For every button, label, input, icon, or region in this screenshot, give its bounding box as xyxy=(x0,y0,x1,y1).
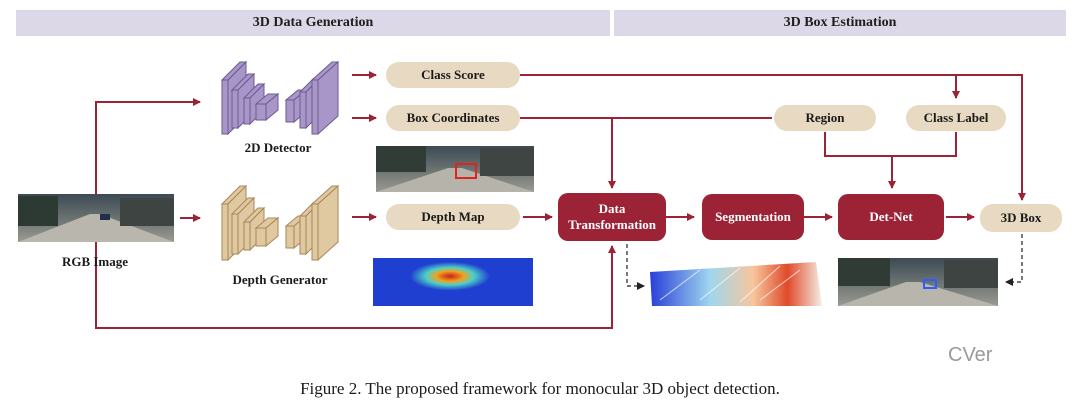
depth-generator-network xyxy=(220,184,340,262)
detection-image-thumbnail xyxy=(376,146,534,192)
depth-map-node: Depth Map xyxy=(386,204,520,230)
box-coordinates-node: Box Coordinates xyxy=(386,105,520,131)
rgb-image-label: RGB Image xyxy=(61,254,129,269)
data-transformation-line2: Transformation xyxy=(568,217,656,232)
depth-generator-label: Depth Generator xyxy=(232,272,328,287)
class-label-node: Class Label xyxy=(906,105,1006,131)
flow-arrows xyxy=(95,71,1026,329)
depth-map-thumbnail xyxy=(373,258,533,306)
2d-detector-label: 2D Detector xyxy=(244,140,312,155)
section-header-3d-box-estimation: 3D Box Estimation xyxy=(614,10,1066,36)
section-header-3d-data-generation: 3D Data Generation xyxy=(16,10,610,36)
output-image-thumbnail xyxy=(838,258,998,306)
dashed-arrows xyxy=(626,234,1023,290)
data-transformation-line1: Data xyxy=(598,201,626,216)
point-cloud-thumbnail xyxy=(650,262,822,306)
data-transformation-node: Data Transformation xyxy=(558,193,666,241)
class-score-node: Class Score xyxy=(386,62,520,88)
segmentation-node: Segmentation xyxy=(702,194,804,240)
rgb-image-thumbnail xyxy=(18,194,174,242)
watermark-text: CVer xyxy=(948,344,993,366)
2d-detector-network xyxy=(220,60,340,136)
region-node: Region xyxy=(774,105,876,131)
det-net-node: Det-Net xyxy=(838,194,944,240)
3d-box-node: 3D Box xyxy=(980,204,1062,232)
figure-caption: Figure 2. The proposed framework for mon… xyxy=(300,379,780,398)
